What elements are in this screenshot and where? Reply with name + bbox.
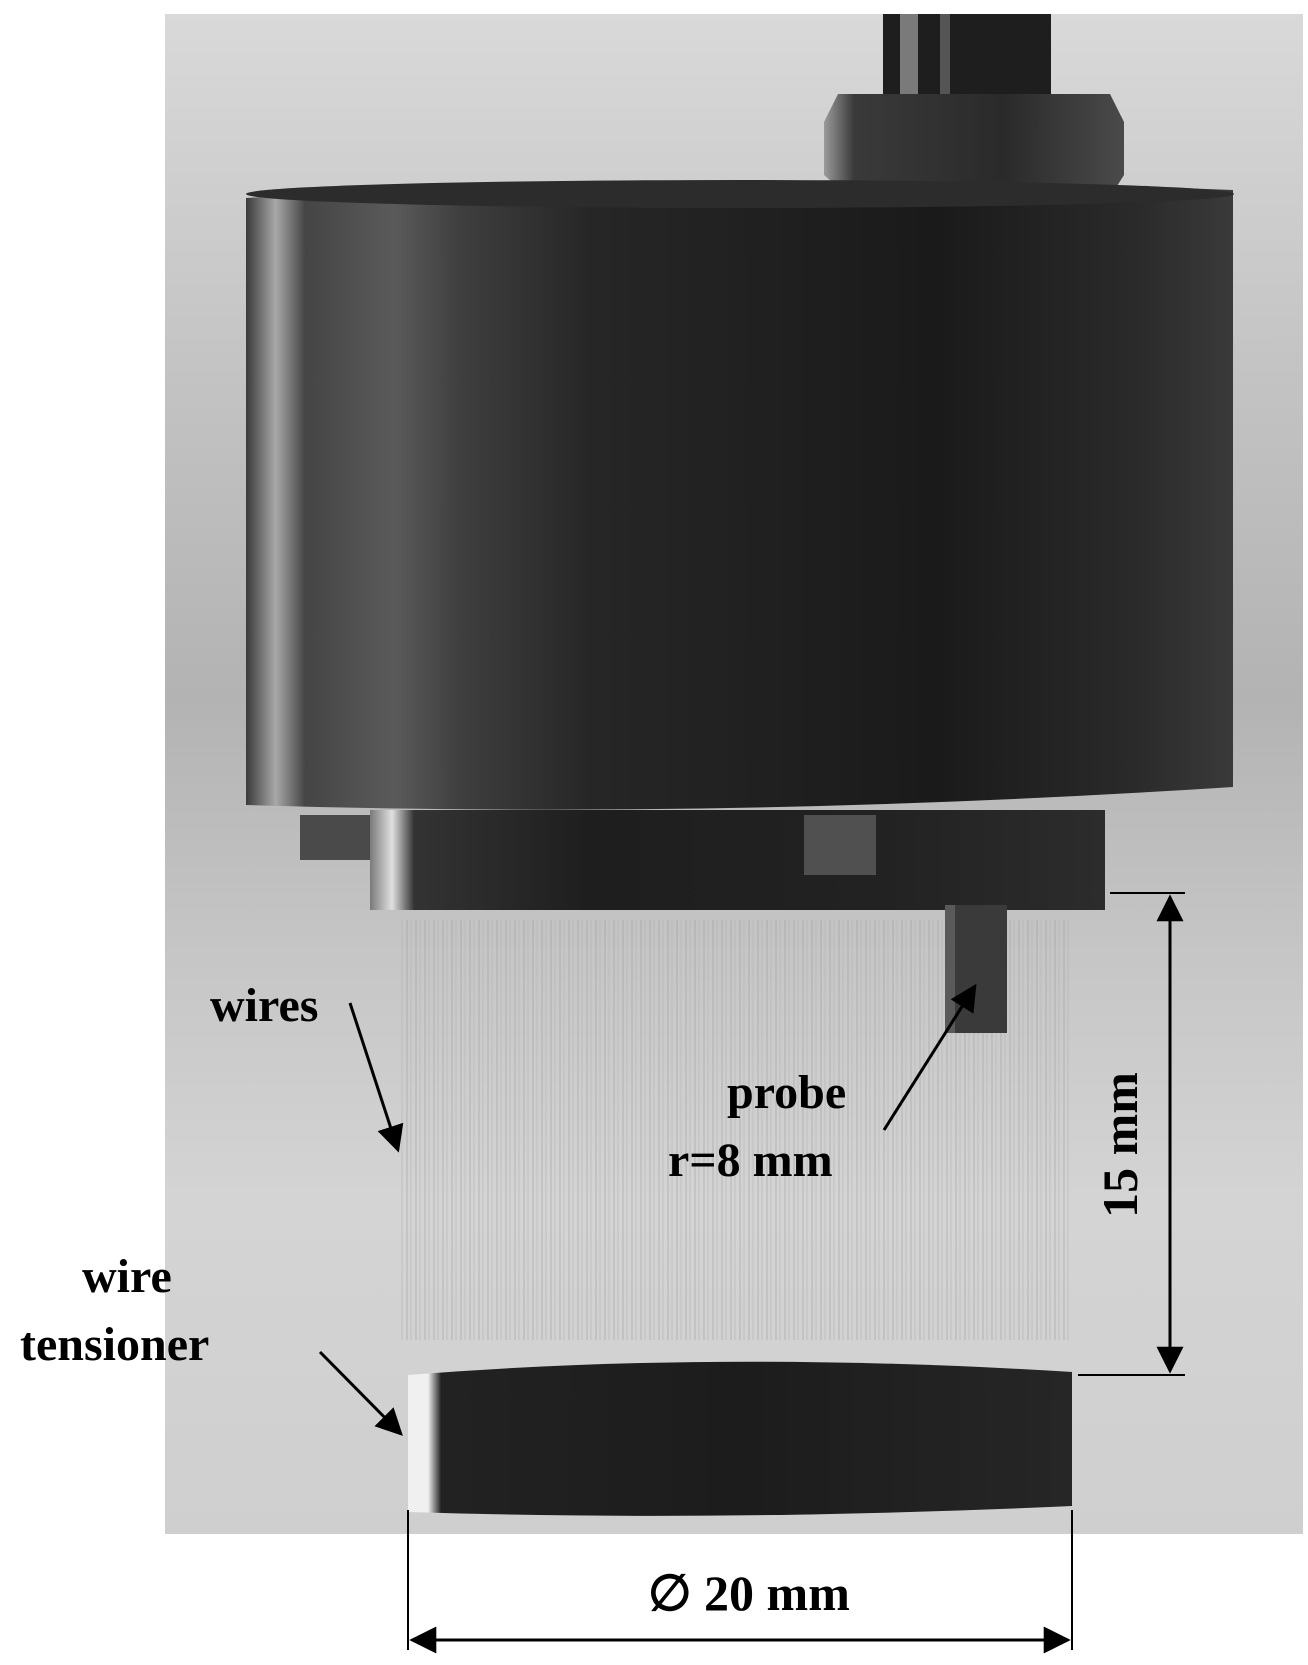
wire-tensioner (408, 1361, 1072, 1516)
sensor-body (246, 181, 1233, 810)
diameter-label: ∅ 20 mm (648, 1565, 850, 1621)
tensioner-label-line1: wire (82, 1250, 172, 1303)
wires-arrow (348, 1002, 404, 1153)
tensioner-label-line2: tensioner (20, 1318, 210, 1371)
hex-nut (824, 94, 1124, 205)
tensioner-arrow (318, 1350, 403, 1436)
threaded-port-left (300, 815, 370, 860)
probe-arrow (882, 983, 977, 1131)
probe-radius-label: r=8 mm (668, 1134, 833, 1187)
wires-label: wires (210, 979, 319, 1032)
base-ring (370, 810, 1105, 910)
height-label: 15 mm (1092, 1072, 1148, 1218)
threaded-port-center (804, 815, 876, 875)
probe-label: probe (727, 1066, 847, 1119)
